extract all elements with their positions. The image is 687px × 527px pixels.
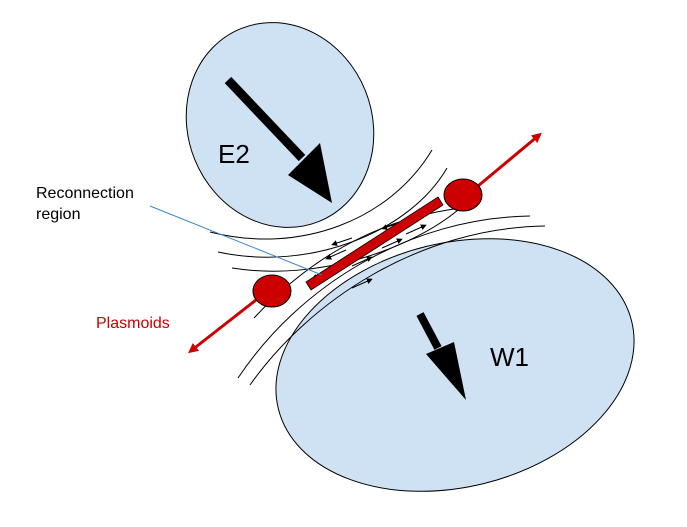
flow-arrow [405,224,427,235]
lower-field-line-2 [237,215,531,379]
flow-arrow [381,238,403,249]
flow-arrow [331,237,353,246]
lower-field-line-3 [249,225,546,386]
flow-arrow [351,278,373,289]
upper-field-line-3 [231,209,459,272]
upper-field-line-1 [209,149,433,240]
reconnection-label-line-1: Reconnection [36,185,134,202]
lower-blob-label: W1 [490,342,529,372]
flow-arrow [351,256,373,267]
plasmoid-lower [252,274,292,308]
reconnection-bar [305,196,444,291]
lower-motion-arrow [416,312,466,400]
reconnection-pointer-line [149,205,323,276]
upper-blob [185,22,375,228]
plasmoid-upper [443,178,483,212]
reconnection-label-line-2: region [36,206,80,223]
upper-blob-label: E2 [218,139,250,169]
plasmoids-label: Plasmoids [96,315,170,332]
flow-arrow [325,249,347,260]
plasmoid-arrow-upper [477,132,542,188]
plasmoid-arrow-lower [188,298,257,354]
upper-motion-arrow [224,76,332,203]
